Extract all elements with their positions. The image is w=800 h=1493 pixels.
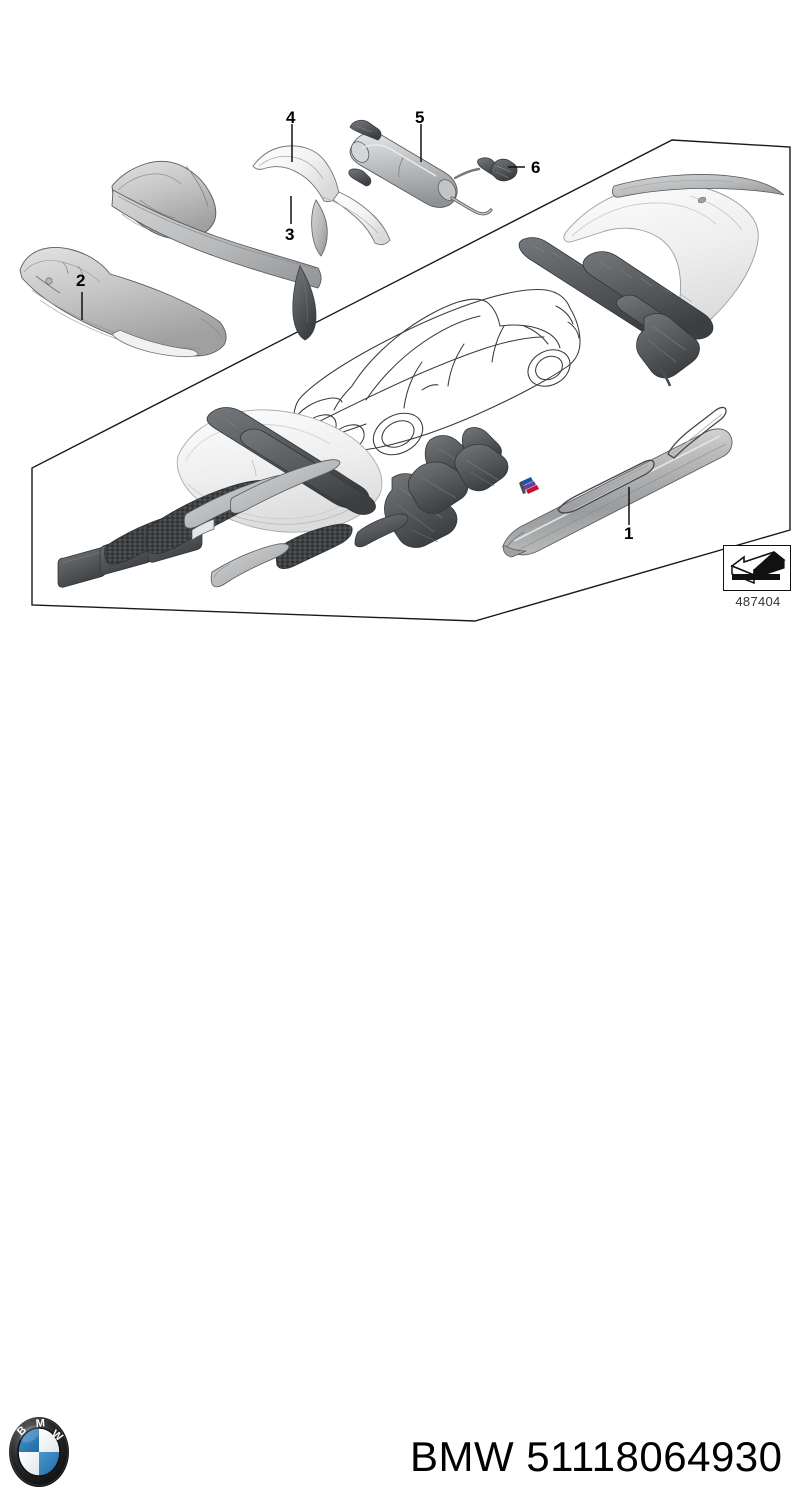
rear-bumper-trim-upper [252, 145, 391, 257]
rear-bumper-cover-assembly [563, 174, 785, 339]
technical-illustration [19, 119, 791, 622]
callout-number-2[interactable]: 2 [76, 271, 86, 290]
footer-bar: B M W BMW 51118064930 [0, 700, 800, 1487]
rear-bumper-carrier-brackets [518, 237, 714, 387]
exhaust-silencer-muffler [348, 119, 501, 216]
grille-inserts-row [57, 459, 409, 588]
m-emblem-badge [519, 477, 539, 494]
part-number-caption: BMW 51118064930 [410, 1433, 783, 1480]
side-sill-trim-strips [557, 406, 727, 514]
callout-number-5[interactable]: 5 [415, 108, 425, 127]
assembly-boundary-polygon [31, 139, 791, 622]
wheel-arch-liner-brackets [407, 443, 509, 514]
side-sill-rocker-panel [502, 428, 733, 558]
view-direction-arrow-icon [730, 551, 786, 585]
parts-diagram-root: 1 2 3 4 5 6 487404 [0, 108, 800, 1487]
reference-drawing-number: 487404 [735, 594, 781, 609]
callout-number-6[interactable]: 6 [531, 158, 541, 177]
exhaust-clamp [490, 158, 518, 182]
front-bumper-cover-m-sport [19, 247, 227, 358]
rear-diffuser-lower [111, 189, 322, 341]
callout-leader-lines [81, 124, 630, 525]
view-direction-reference-box [723, 545, 791, 591]
vehicle-outline-sedan [293, 289, 581, 456]
callout-number-1[interactable]: 1 [624, 524, 634, 543]
callout-number-4[interactable]: 4 [286, 108, 296, 127]
bmw-roundel-logo: B M W [8, 1416, 70, 1488]
callout-number-3[interactable]: 3 [285, 225, 295, 244]
